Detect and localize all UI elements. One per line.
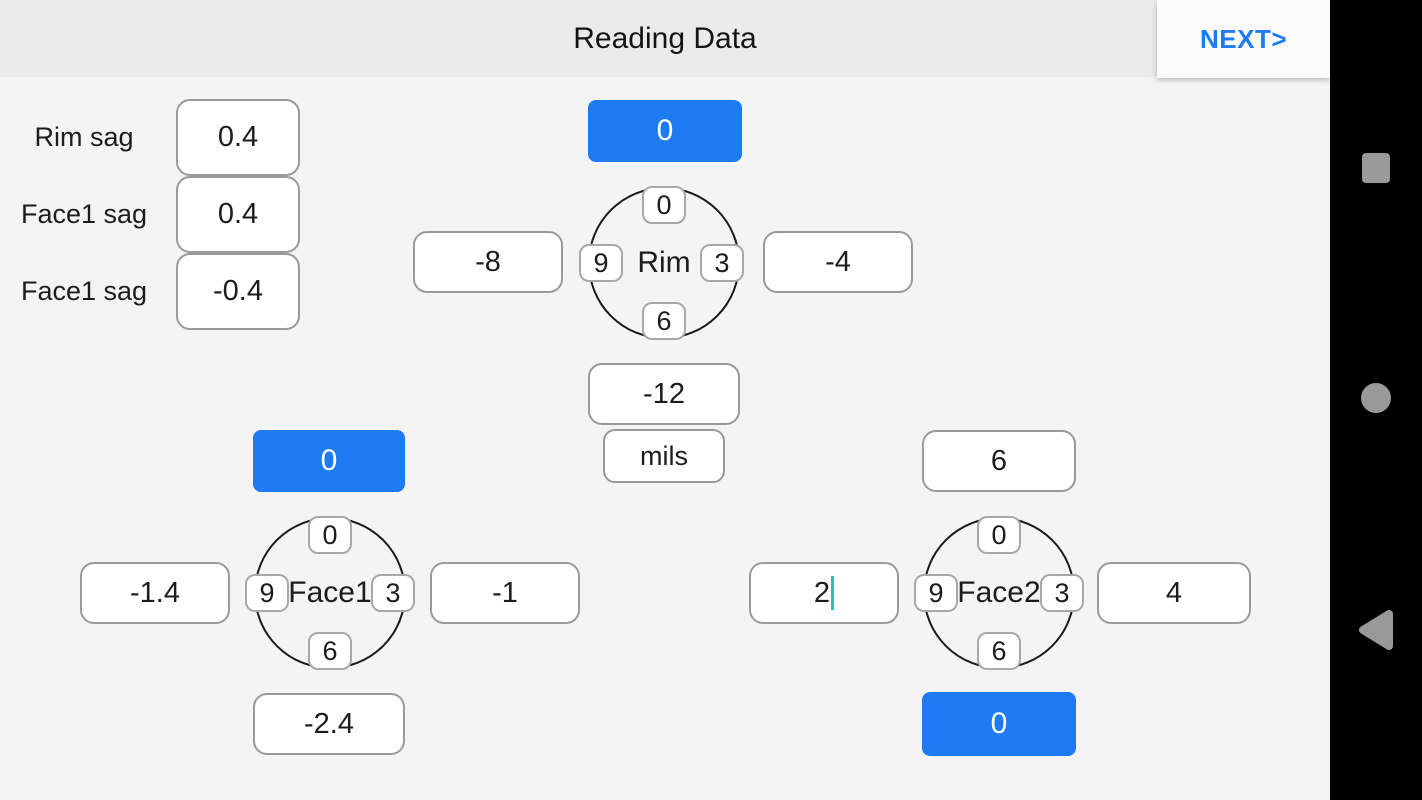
face2-9-oclock-value: 2 <box>813 576 831 609</box>
rim-zero-button[interactable]: 0 <box>588 100 742 162</box>
text-cursor <box>831 576 835 610</box>
face1-6-oclock-input[interactable]: -2.4 <box>253 693 405 755</box>
home-button[interactable] <box>1330 352 1422 444</box>
face1-dial-pos-6: 6 <box>308 632 352 670</box>
face2-dial-pos-6: 6 <box>977 632 1021 670</box>
recents-button[interactable] <box>1330 122 1422 214</box>
rim-dial-pos-3: 3 <box>700 244 744 282</box>
header: Reading Data <box>0 0 1330 77</box>
rim-3-oclock-input[interactable]: -4 <box>763 231 913 293</box>
rim-sag-label: Rim sag <box>34 122 134 152</box>
face1-zero-button[interactable]: 0 <box>253 430 405 492</box>
rim-gauge-label: Rim <box>637 246 691 279</box>
rim-6-oclock-input[interactable]: -12 <box>588 363 740 425</box>
face1-3-oclock-input[interactable]: -1 <box>430 562 580 624</box>
face1-sag-input-2[interactable]: -0.4 <box>176 253 300 330</box>
page-title: Reading Data <box>573 21 757 55</box>
recents-square-icon <box>1362 153 1390 183</box>
rim-dial-pos-6: 6 <box>642 302 686 340</box>
face2-dial-pos-9: 9 <box>914 574 958 612</box>
back-triangle-icon <box>1359 610 1393 650</box>
rim-9-oclock-input[interactable]: -8 <box>413 231 563 293</box>
face1-dial-pos-0: 0 <box>308 516 352 554</box>
face1-9-oclock-input[interactable]: -1.4 <box>80 562 230 624</box>
rim-dial-pos-0: 0 <box>642 186 686 224</box>
face2-0-oclock-input[interactable]: 6 <box>922 430 1076 492</box>
rim-sag-input[interactable]: 0.4 <box>176 99 300 176</box>
next-button[interactable]: NEXT> <box>1157 0 1330 78</box>
face2-3-oclock-input[interactable]: 4 <box>1097 562 1251 624</box>
face1-sag-label: Face1 sag <box>20 199 148 229</box>
face1-dial-pos-3: 3 <box>371 574 415 612</box>
face2-9-oclock-input[interactable]: 2 <box>749 562 899 624</box>
face2-dial-pos-0: 0 <box>977 516 1021 554</box>
back-button[interactable] <box>1330 584 1422 676</box>
units-button[interactable]: mils <box>603 429 725 483</box>
face2-zero-button[interactable]: 0 <box>922 692 1076 756</box>
rim-dial-pos-9: 9 <box>579 244 623 282</box>
face1-sag-input[interactable]: 0.4 <box>176 176 300 253</box>
face1-sag-label-2: Face1 sag <box>20 276 148 306</box>
face2-gauge-label: Face2 <box>957 576 1041 609</box>
face1-gauge-label: Face1 <box>288 576 372 609</box>
face2-dial-pos-3: 3 <box>1040 574 1084 612</box>
face1-dial-pos-9: 9 <box>245 574 289 612</box>
android-navigation-bar <box>1330 0 1422 800</box>
home-circle-icon <box>1361 383 1391 413</box>
